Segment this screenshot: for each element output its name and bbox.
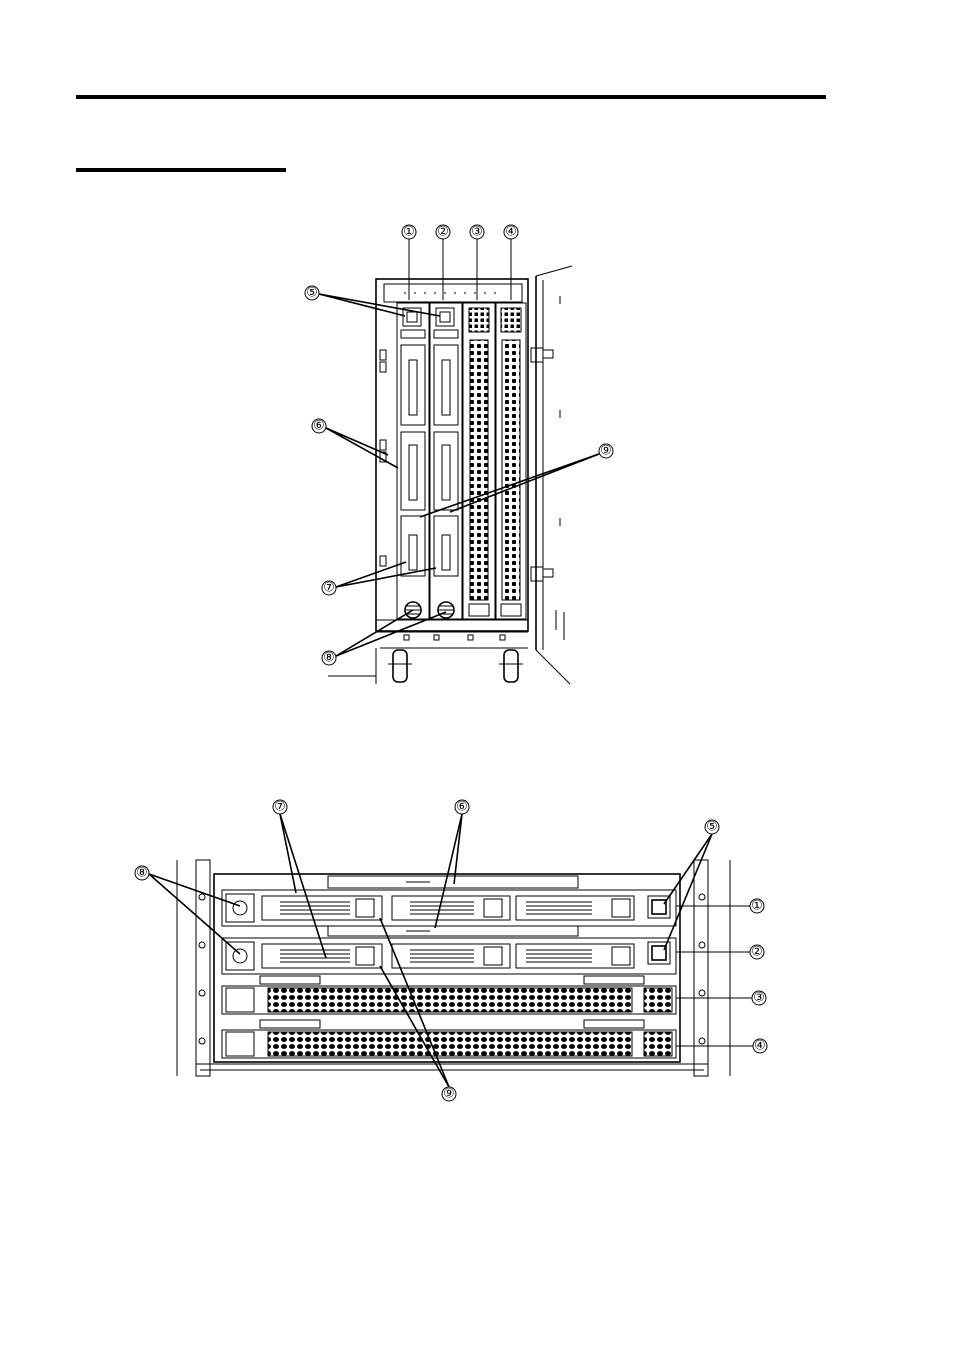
svg-text:②: ② [437, 225, 449, 240]
svg-text:⑨: ⑨ [600, 444, 612, 459]
callout-5: ⑤ [664, 820, 719, 951]
callout-6: ⑥ [312, 419, 398, 469]
blank-slot-cover-4 [496, 303, 526, 619]
svg-text:⑥: ⑥ [456, 800, 468, 815]
svg-text:⑦: ⑦ [274, 800, 286, 815]
blank-slot-cover-4 [222, 1020, 676, 1058]
tower-chassis [328, 279, 528, 684]
rack-front-view-diagram: ⑦ ⑥ ⑤ ⑧ ① ② ③ ④ ⑨ [0, 780, 954, 1120]
server-blade-2 [430, 303, 462, 619]
svg-text:⑦: ⑦ [323, 581, 335, 596]
svg-text:④: ④ [754, 1039, 766, 1054]
svg-text:①: ① [751, 899, 763, 914]
callout-8: ⑧ [135, 866, 240, 955]
svg-text:⑥: ⑥ [313, 419, 325, 434]
callout-1: ① [402, 225, 416, 301]
svg-text:③: ③ [471, 225, 483, 240]
blank-slot-cover-3 [222, 976, 676, 1014]
server-blade-1 [222, 890, 676, 926]
callout-8: ⑧ [322, 610, 446, 666]
callout-6: ⑥ [435, 800, 469, 929]
callout-2: ② [436, 225, 450, 301]
callout-3: ③ [676, 991, 766, 1006]
svg-text:⑨: ⑨ [443, 1087, 455, 1102]
callout-3: ③ [470, 225, 484, 301]
callout-4: ④ [504, 225, 518, 301]
blank-slot-cover-3 [463, 303, 495, 619]
tower-front-view-diagram: ① ② ③ ④ ⑤ ⑥ ⑨ ⑦ ⑧ [0, 0, 954, 700]
callout-7: ⑦ [322, 562, 436, 596]
svg-text:⑧: ⑧ [323, 651, 335, 666]
server-blade-2 [222, 926, 676, 974]
svg-text:①: ① [403, 225, 415, 240]
svg-text:②: ② [751, 945, 763, 960]
callout-2: ② [676, 945, 764, 960]
svg-text:⑤: ⑤ [706, 820, 718, 835]
callout-4: ④ [676, 1039, 767, 1054]
callout-1: ① [676, 899, 764, 914]
svg-text:④: ④ [505, 225, 517, 240]
svg-text:⑧: ⑧ [136, 866, 148, 881]
svg-text:③: ③ [753, 991, 765, 1006]
svg-text:⑤: ⑤ [306, 286, 318, 301]
callout-7: ⑦ [273, 800, 326, 959]
